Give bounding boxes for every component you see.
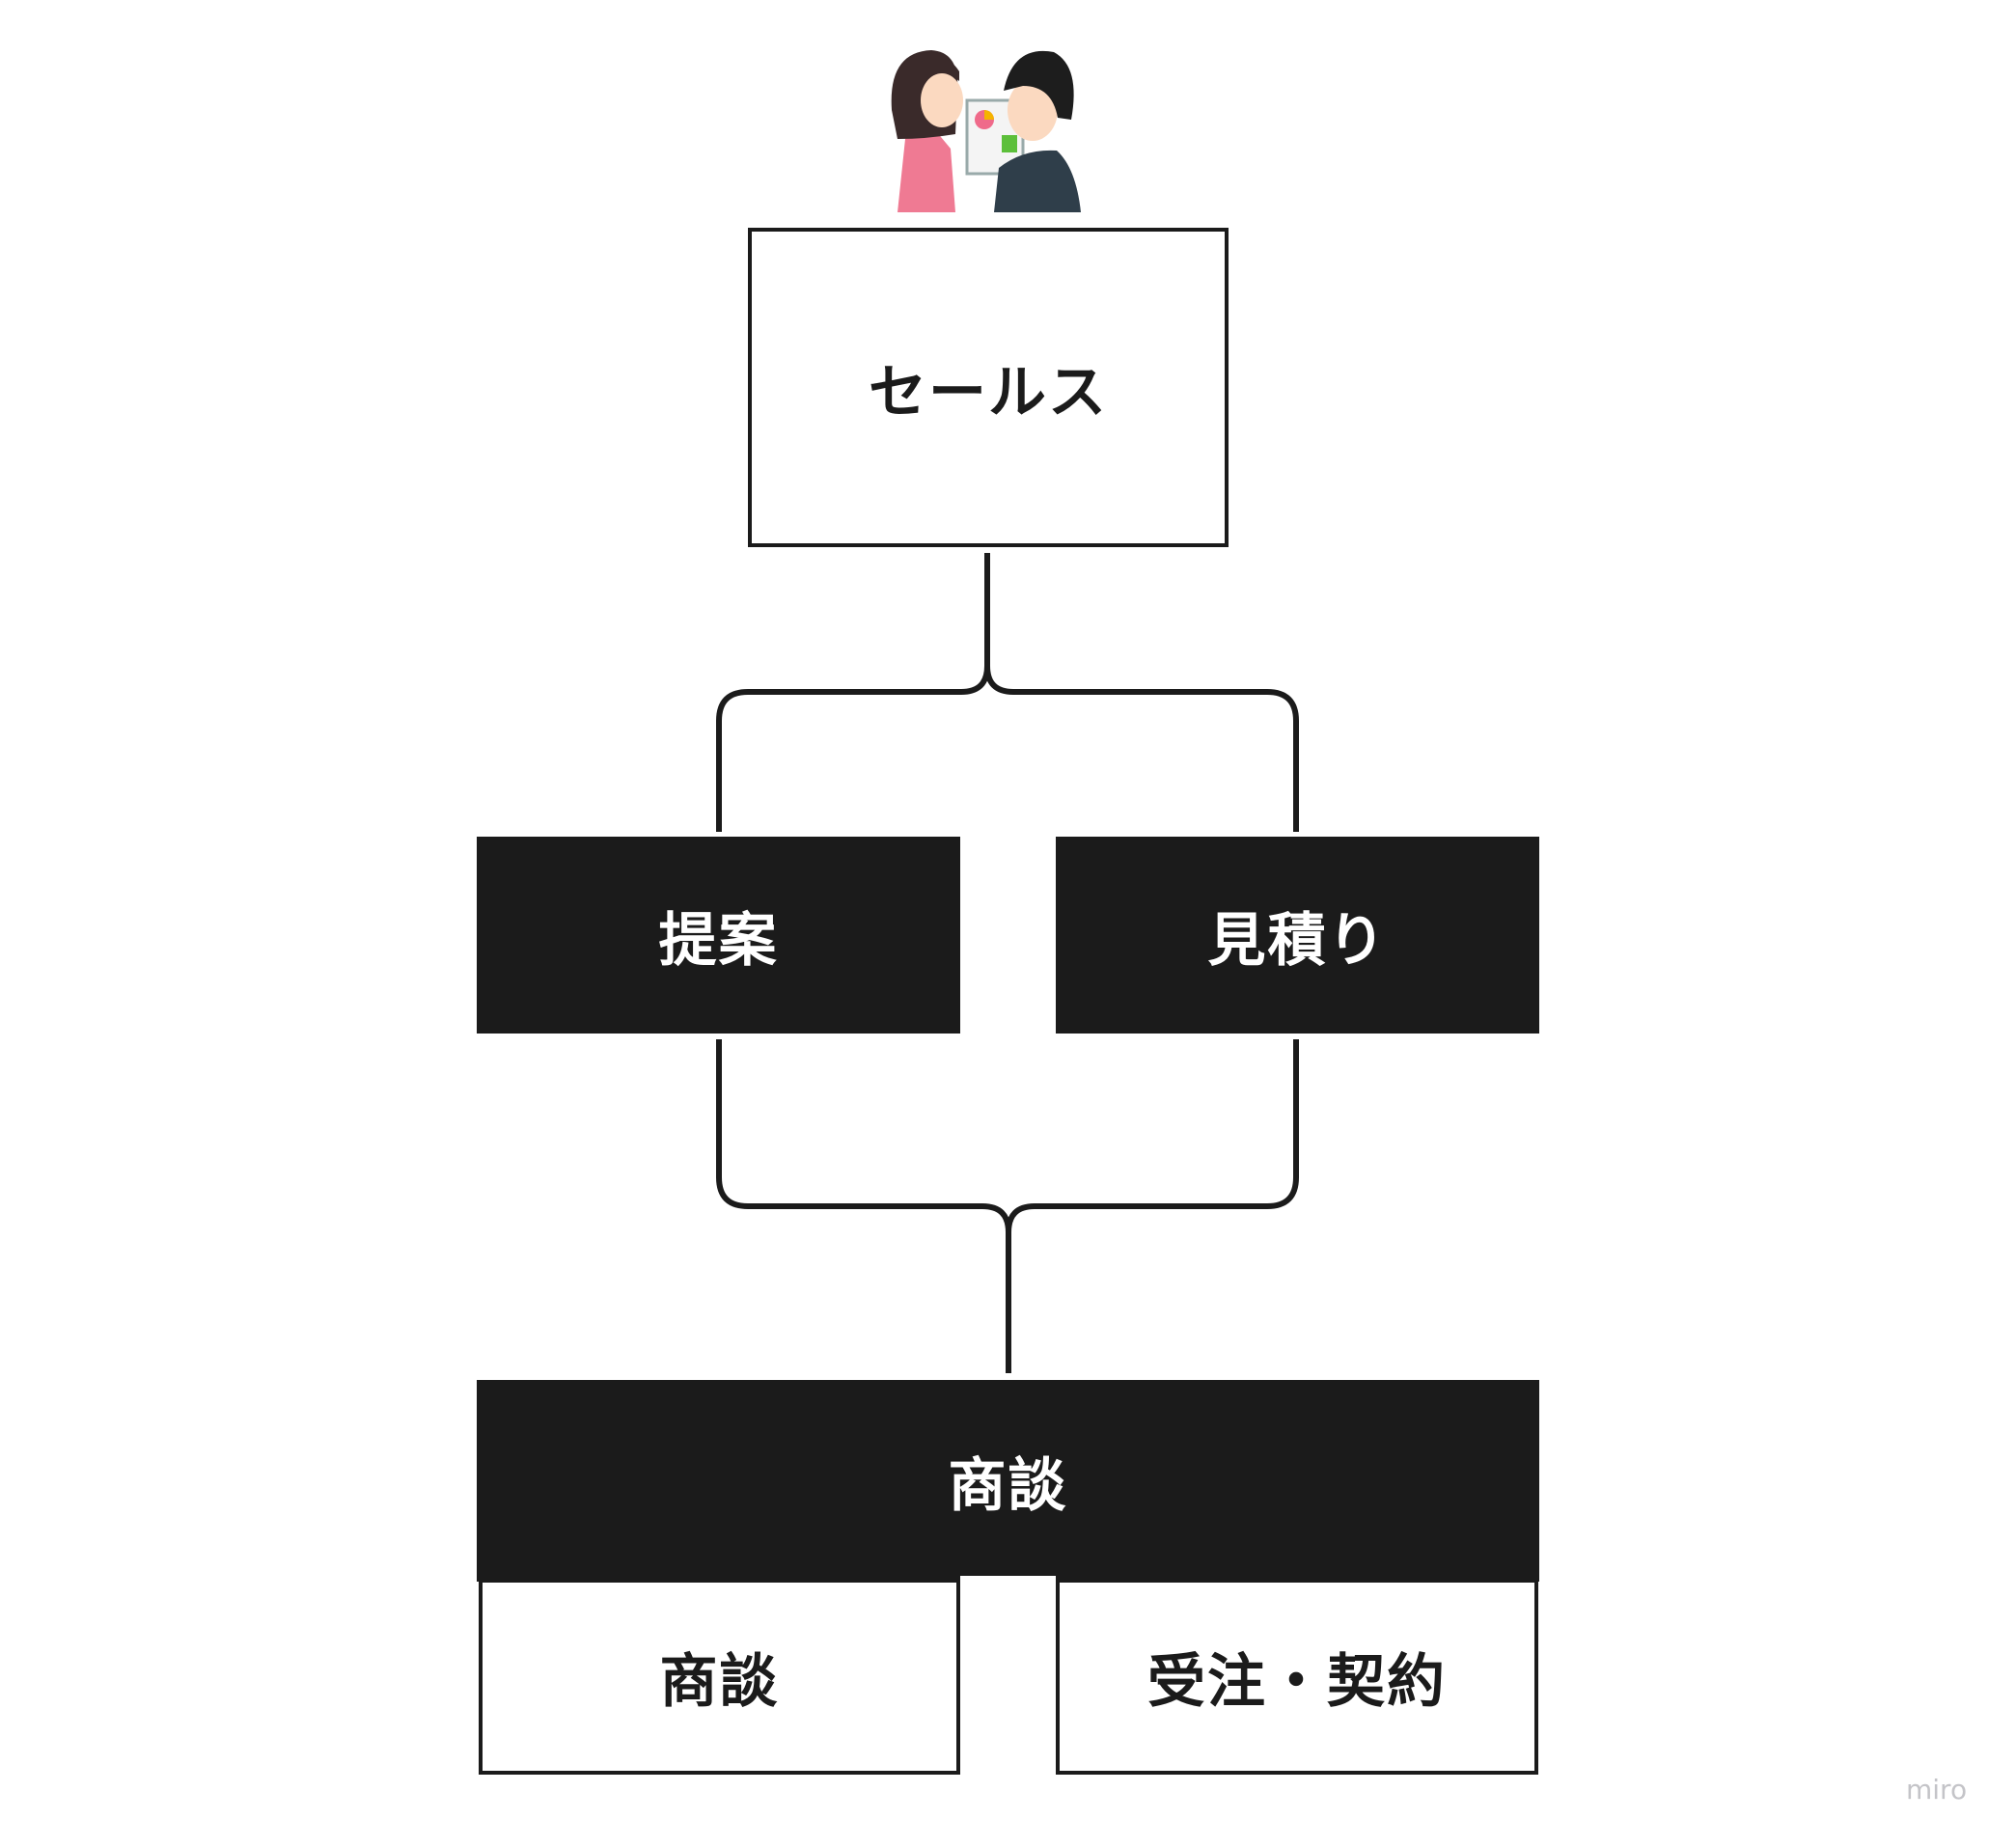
proposal-label: 提案 [658,906,779,975]
connector-merge [716,1039,1299,1373]
connector-sales-branch [716,553,1299,832]
negotiation-group-label: 商談 [948,1452,1068,1520]
negotiation-group-node[interactable]: 商談 [477,1380,1539,1582]
order-contract-label: 受注・契約 [1147,1648,1447,1716]
sales-node[interactable]: セールス [748,228,1229,547]
estimate-node[interactable]: 見積り [1056,837,1539,1034]
sales-label: セールス [869,359,1108,427]
negotiation-node[interactable]: 商談 [479,1579,960,1775]
estimate-label: 見積り [1207,906,1388,975]
miro-watermark: miro [1906,1774,1968,1806]
negotiation-label: 商談 [659,1648,780,1716]
proposal-node[interactable]: 提案 [477,837,960,1034]
sales-meeting-illustration [891,50,1081,212]
group-notch [960,1576,1056,1584]
order-contract-node[interactable]: 受注・契約 [1056,1579,1538,1775]
